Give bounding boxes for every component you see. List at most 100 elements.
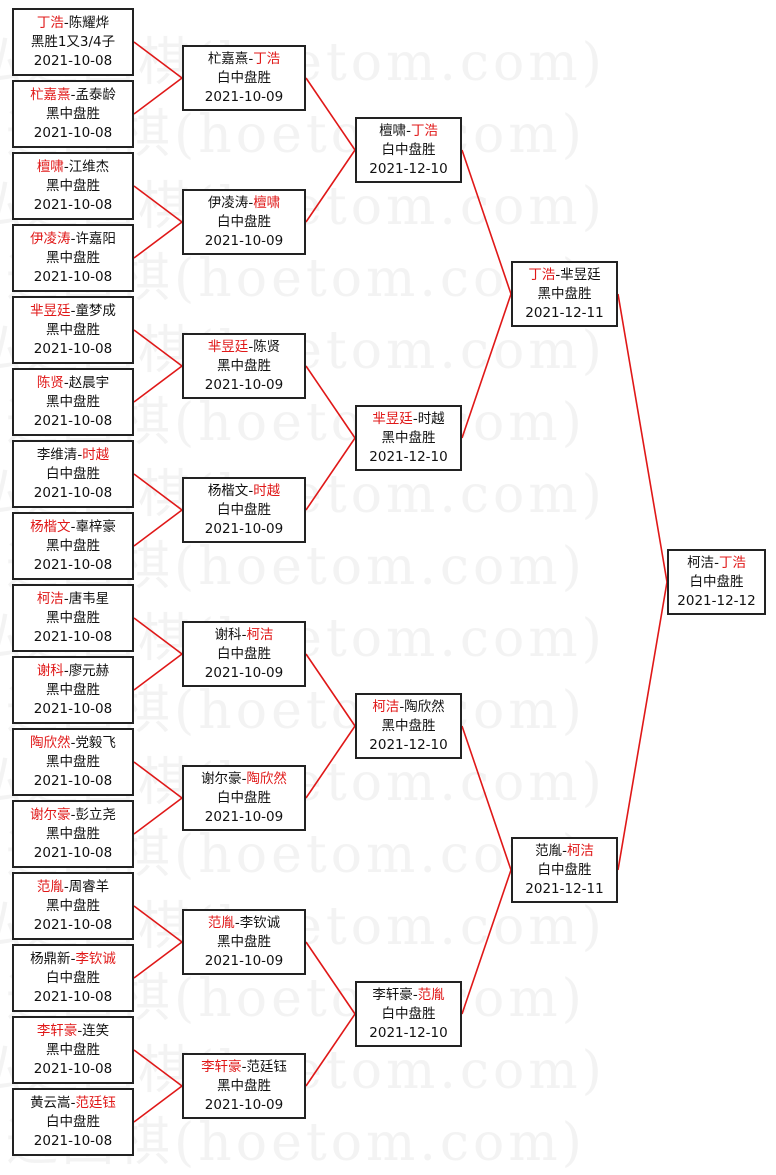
player-name: 李钦诚 [239, 914, 281, 931]
match-players: 杧嘉熹-孟泰龄 [30, 86, 116, 105]
player-name: 檀啸 [379, 122, 407, 139]
match-players: 杧嘉熹-丁浩 [208, 50, 280, 69]
match-result: 白中盘胜 [217, 501, 271, 518]
player-name: 陈耀烨 [68, 14, 110, 31]
player-name: 江维杰 [68, 158, 110, 175]
player-name: 廖元赫 [68, 662, 110, 679]
player-separator: - [241, 1058, 247, 1075]
winner-name: 李钦诚 [75, 950, 116, 967]
player-separator: - [70, 734, 76, 751]
player-name: 黄云嵩 [30, 1094, 71, 1111]
connector-line [461, 293, 512, 439]
match-players: 芈昱廷-童梦成 [30, 302, 116, 321]
match-players: 黄云嵩-范廷钰 [30, 1094, 116, 1113]
match-players: 范胤-柯洁 [535, 842, 594, 861]
winner-name: 柯洁 [36, 590, 64, 607]
match-players: 丁浩-芈昱廷 [528, 266, 600, 285]
match-date: 2021-10-08 [33, 124, 113, 141]
player-separator: - [241, 626, 247, 643]
match-players: 谢尔豪-陶欣然 [201, 770, 287, 789]
winner-name: 李轩豪 [36, 1022, 78, 1039]
winner-name: 丁浩 [253, 50, 281, 67]
match-date: 2021-10-09 [204, 1096, 284, 1113]
player-separator: - [70, 518, 76, 535]
winner-name: 陶欣然 [246, 770, 287, 787]
player-separator: - [248, 338, 254, 355]
winner-name: 柯洁 [566, 842, 594, 859]
match-players: 范胤-李钦诚 [208, 914, 280, 933]
connector-line [305, 149, 356, 223]
match-date: 2021-10-08 [33, 1060, 113, 1077]
match-date: 2021-10-08 [33, 772, 113, 789]
winner-name: 陈贤 [36, 374, 64, 391]
winner-name: 伊凌涛 [30, 230, 71, 247]
player-separator: - [63, 662, 69, 679]
match-result: 白中盘胜 [381, 141, 436, 158]
winner-name: 李轩豪 [201, 1058, 242, 1075]
match-date: 2021-12-10 [369, 448, 448, 465]
match-players: 檀啸-江维杰 [37, 158, 109, 177]
player-separator: - [555, 266, 561, 283]
match-date: 2021-10-08 [33, 844, 113, 861]
player-separator: - [70, 950, 76, 967]
connector-line [133, 329, 183, 367]
player-name: 李轩豪 [372, 986, 413, 1003]
match-date: 2021-10-08 [33, 916, 113, 933]
connector-line [305, 365, 356, 439]
match-date: 2021-10-08 [33, 628, 113, 645]
match-players: 谢尔豪-彭立尧 [30, 806, 116, 825]
player-separator: - [70, 230, 76, 247]
match-result: 黑中盘胜 [46, 537, 100, 554]
connector-line [133, 761, 183, 799]
match-result: 白中盘胜 [217, 213, 271, 230]
connector-line [133, 1049, 183, 1087]
winner-name: 芈昱廷 [207, 338, 249, 355]
match-result: 白中盘胜 [46, 1113, 100, 1130]
connector-line [133, 941, 183, 979]
winner-name: 谢尔豪 [30, 806, 71, 823]
match-date: 2021-10-08 [33, 412, 113, 429]
player-name: 杨楷文 [207, 482, 249, 499]
player-separator: - [248, 482, 254, 499]
match-date: 2021-10-08 [33, 268, 113, 285]
match-players: 柯洁-丁浩 [687, 554, 746, 573]
match-result: 黑中盘胜 [381, 717, 436, 734]
player-name: 柯洁 [687, 554, 715, 571]
match-players: 芈昱廷-陈贤 [208, 338, 280, 357]
match-result: 白中盘胜 [217, 69, 271, 86]
winner-name: 檀啸 [253, 194, 281, 211]
connector-line [133, 509, 183, 547]
player-separator: - [406, 122, 411, 139]
player-name: 党毅飞 [75, 734, 116, 751]
winner-name: 檀啸 [36, 158, 64, 175]
match-players: 杨楷文-时越 [208, 482, 280, 501]
match-result: 黑中盘胜 [46, 393, 100, 410]
winner-name: 丁浩 [718, 554, 746, 571]
player-separator: - [63, 14, 69, 31]
match-date: 2021-10-09 [204, 664, 284, 681]
connector-line [305, 437, 356, 511]
player-name: 赵晨宇 [68, 374, 110, 391]
connector-line [133, 77, 183, 115]
match-result: 黑中盘胜 [381, 429, 436, 446]
match-date: 2021-10-08 [33, 340, 113, 357]
player-separator: - [70, 302, 76, 319]
connector-line [133, 221, 183, 259]
match-date: 2021-10-08 [33, 1132, 113, 1149]
winner-name: 丁浩 [410, 122, 438, 139]
match-players: 杨楷文-辜梓豪 [30, 518, 116, 537]
player-name: 陶欣然 [404, 698, 445, 715]
